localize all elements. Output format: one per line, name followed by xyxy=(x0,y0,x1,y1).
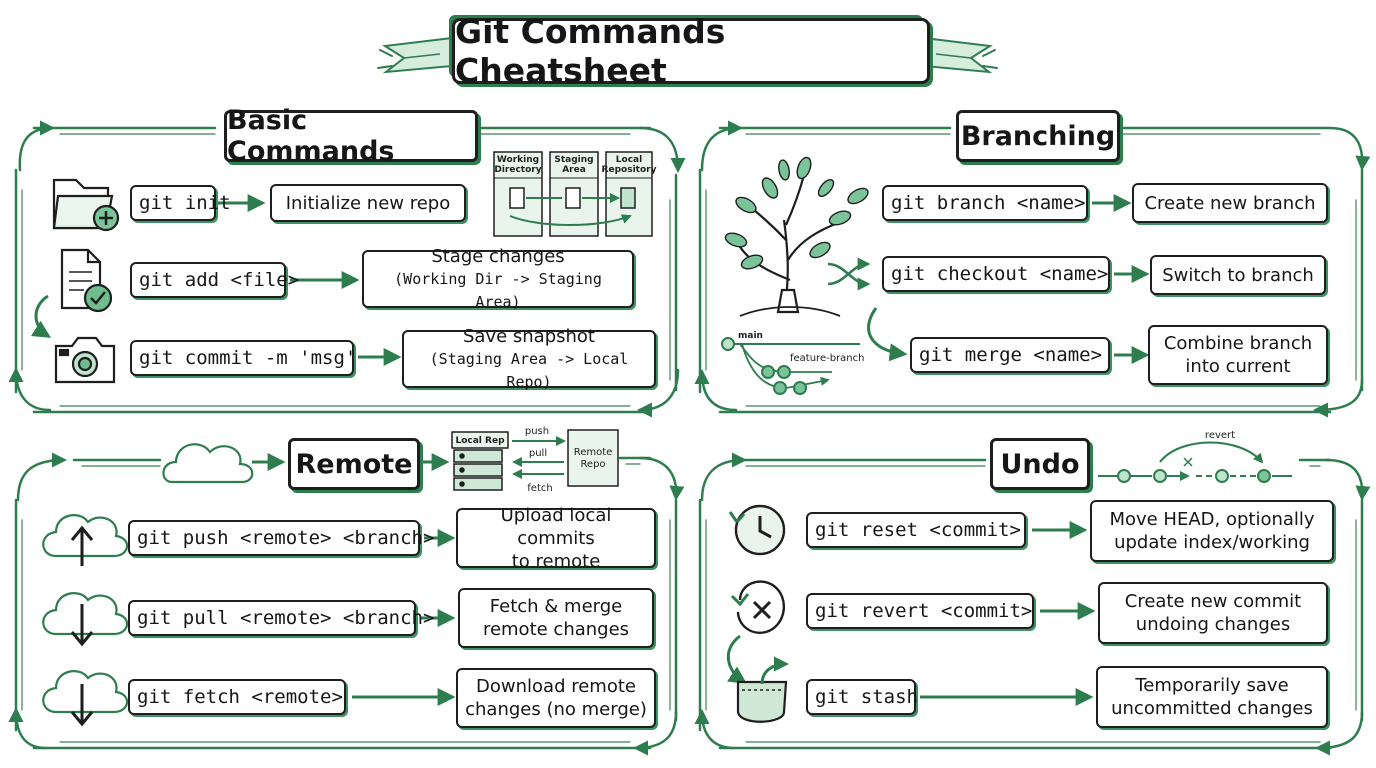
title-sparkles xyxy=(377,49,998,69)
push-label: push xyxy=(525,426,549,437)
merge-arrow-icon xyxy=(867,307,908,362)
basic-commands-header: Basic Commands xyxy=(224,105,478,167)
branch-main-label: main xyxy=(738,331,763,341)
description-subline: (Staging Area -> Local Repo) xyxy=(429,349,629,391)
fetch-label: fetch xyxy=(527,483,552,494)
revert-label: revert xyxy=(1205,430,1235,441)
area-label-1b: Directory xyxy=(494,165,541,175)
undo-curved-arrow xyxy=(726,634,747,684)
git-stash-description: Temporarily save uncommitted changes xyxy=(1096,666,1328,728)
description-line: Combine branch xyxy=(1163,333,1313,354)
git-fetch-command: git fetch <remote> xyxy=(128,679,346,715)
area-label-3b: Repository xyxy=(602,165,657,175)
frame-branching xyxy=(694,120,1371,418)
frame-undo xyxy=(694,452,1371,756)
description-line: Download remote xyxy=(476,676,636,697)
git-push-command: git push <remote> <branch> xyxy=(128,520,434,556)
revert-graph: revert xyxy=(1098,430,1292,482)
description-line: to remote xyxy=(511,550,601,572)
description-line: update index/working xyxy=(1114,532,1310,553)
description-line: Save snapshot xyxy=(462,325,595,347)
git-add-description: Stage changes (Working Dir -> Staging Ar… xyxy=(362,246,634,311)
undo-arrows xyxy=(920,521,1096,706)
description-line: Move HEAD, optionally xyxy=(1109,509,1315,530)
git-commit-command: git commit -m 'msg' xyxy=(130,340,356,376)
document-check-icon xyxy=(60,248,113,313)
description-line: Stage changes xyxy=(431,245,565,267)
branching-header: Branching xyxy=(956,110,1120,162)
folder-add-icon xyxy=(52,178,120,232)
git-stash-command: git stash xyxy=(806,679,918,715)
tree-icon xyxy=(724,156,869,317)
clock-reset-icon xyxy=(728,504,786,556)
pull-label: pull xyxy=(529,448,547,459)
git-reset-description: Move HEAD, optionally update index/worki… xyxy=(1090,500,1334,562)
remote-arrows xyxy=(352,529,456,706)
cloud-download-icon xyxy=(42,670,129,727)
local-repo-label: Local Rep xyxy=(455,436,505,446)
area-label-2b: Area xyxy=(562,165,586,175)
remote-repo-label-1: Remote xyxy=(574,447,613,458)
revert-x-icon xyxy=(730,580,786,634)
git-init-command: git init xyxy=(130,185,231,221)
git-pull-description: Fetch & merge remote changes xyxy=(458,588,654,648)
frame-basic xyxy=(8,120,686,418)
remote-diagram: Local Rep push pull fetch Remote Repo xyxy=(451,426,619,494)
description-line: Fetch & merge xyxy=(489,596,623,617)
git-init-description: Initialize new repo xyxy=(270,184,466,222)
git-branch-command: git branch <name> xyxy=(882,185,1088,221)
cloud-upload-icon xyxy=(42,514,129,566)
area-label-3a: Local xyxy=(616,155,642,165)
stash-pocket-icon xyxy=(736,656,789,723)
branching-arrows xyxy=(1092,194,1150,364)
git-fetch-description: Download remote changes (no merge) xyxy=(456,668,656,728)
areas-diagram: Working Directory Staging Area Local Rep… xyxy=(493,151,657,237)
title-ribbon-right xyxy=(923,36,993,74)
description-line: Temporarily save xyxy=(1135,675,1289,696)
remote-repo-label-2: Repo xyxy=(580,459,605,470)
cloud-download-icon xyxy=(42,592,129,647)
git-revert-command: git revert <commit> xyxy=(806,593,1034,629)
shuffle-icon xyxy=(827,257,871,291)
undo-header: Undo xyxy=(990,438,1090,490)
git-pull-command: git pull <remote> <branch> xyxy=(128,600,434,636)
description-line: undoing changes xyxy=(1135,614,1291,635)
description-line: uncommitted changes xyxy=(1111,698,1313,719)
git-reset-command: git reset <commit> xyxy=(806,512,1026,548)
git-push-description: Upload local commits to remote xyxy=(456,505,656,572)
basic-arrows xyxy=(218,194,402,366)
git-revert-description: Create new commit undoing changes xyxy=(1098,582,1328,644)
description-line: Upload local commits xyxy=(500,504,612,549)
git-commit-description: Save snapshot (Staging Area -> Local Rep… xyxy=(402,326,656,391)
title-ribbon-left xyxy=(382,36,453,74)
branch-feature-label: feature-branch xyxy=(790,353,864,364)
remote-header: Remote xyxy=(288,438,420,490)
page-title: Git Commands Cheatsheet xyxy=(452,12,930,90)
description-line: Create new commit xyxy=(1124,591,1302,612)
area-label-1a: Working xyxy=(497,155,539,165)
git-add-command: git add <file> xyxy=(130,262,299,298)
description-line: Create new branch xyxy=(1144,192,1316,214)
description-line: into current xyxy=(1185,356,1291,377)
git-merge-description: Combine branch into current xyxy=(1148,325,1328,385)
description-line: changes (no merge) xyxy=(465,699,647,720)
description-line: Switch to branch xyxy=(1162,264,1314,286)
description-line: Initialize new repo xyxy=(285,192,451,214)
cloud-icon xyxy=(162,443,254,484)
description-subline: (Working Dir -> Staging Area) xyxy=(394,269,602,311)
git-checkout-description: Switch to branch xyxy=(1150,255,1326,295)
camera-icon xyxy=(54,336,116,384)
branch-graph: main feature-branch xyxy=(721,331,864,395)
basic-curved-arrow xyxy=(31,294,52,338)
git-branch-description: Create new branch xyxy=(1132,183,1328,223)
frame-remote xyxy=(8,452,685,756)
git-merge-command: git merge <name> xyxy=(910,337,1110,373)
git-checkout-command: git checkout <name> xyxy=(882,256,1110,292)
description-line: remote changes xyxy=(482,619,630,640)
area-label-2a: Staging xyxy=(554,155,593,165)
